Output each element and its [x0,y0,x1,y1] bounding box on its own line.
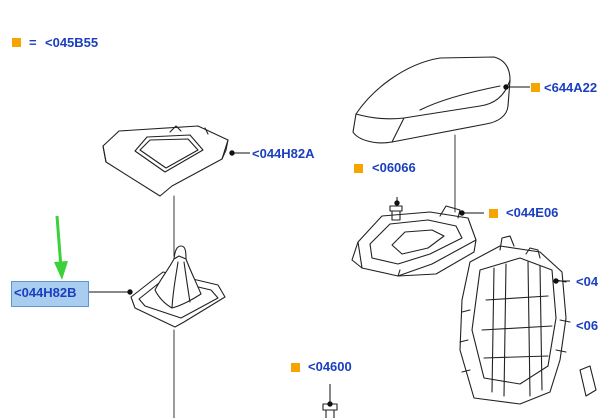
green-arrow-icon [54,215,68,280]
label-gear-surround[interactable]: <044H82A [252,146,315,161]
legend-equals: = [29,35,37,50]
shift-boot-part[interactable] [130,245,226,328]
orange-square-icon [354,164,363,173]
orange-square-icon [531,83,540,92]
console-tray-part[interactable] [351,205,477,277]
label-console-tray[interactable]: <044E06 [506,205,559,220]
label-mechanism[interactable]: <04 [576,274,599,289]
label-screw-bottom[interactable]: <04600 [308,359,352,374]
leader-lines [88,84,570,407]
legend-code: <045B55 [45,35,99,50]
orange-square-icon [12,38,21,47]
label-screw-top[interactable]: <06066 [372,160,416,175]
armrest-lid-part[interactable] [352,56,511,144]
orange-square-icon [291,363,300,372]
label-mechanism-secondary[interactable]: <06 [576,318,599,333]
orange-square-icon [489,209,498,218]
screw-top-part[interactable] [389,205,403,221]
gear-surround-part[interactable] [102,125,229,197]
selection-highlight [11,281,89,307]
label-shift-boot-selected[interactable]: <044H82B [14,285,77,300]
shifter-mechanism-part[interactable] [459,235,597,405]
label-armrest-lid[interactable]: <644A22 [544,80,598,95]
